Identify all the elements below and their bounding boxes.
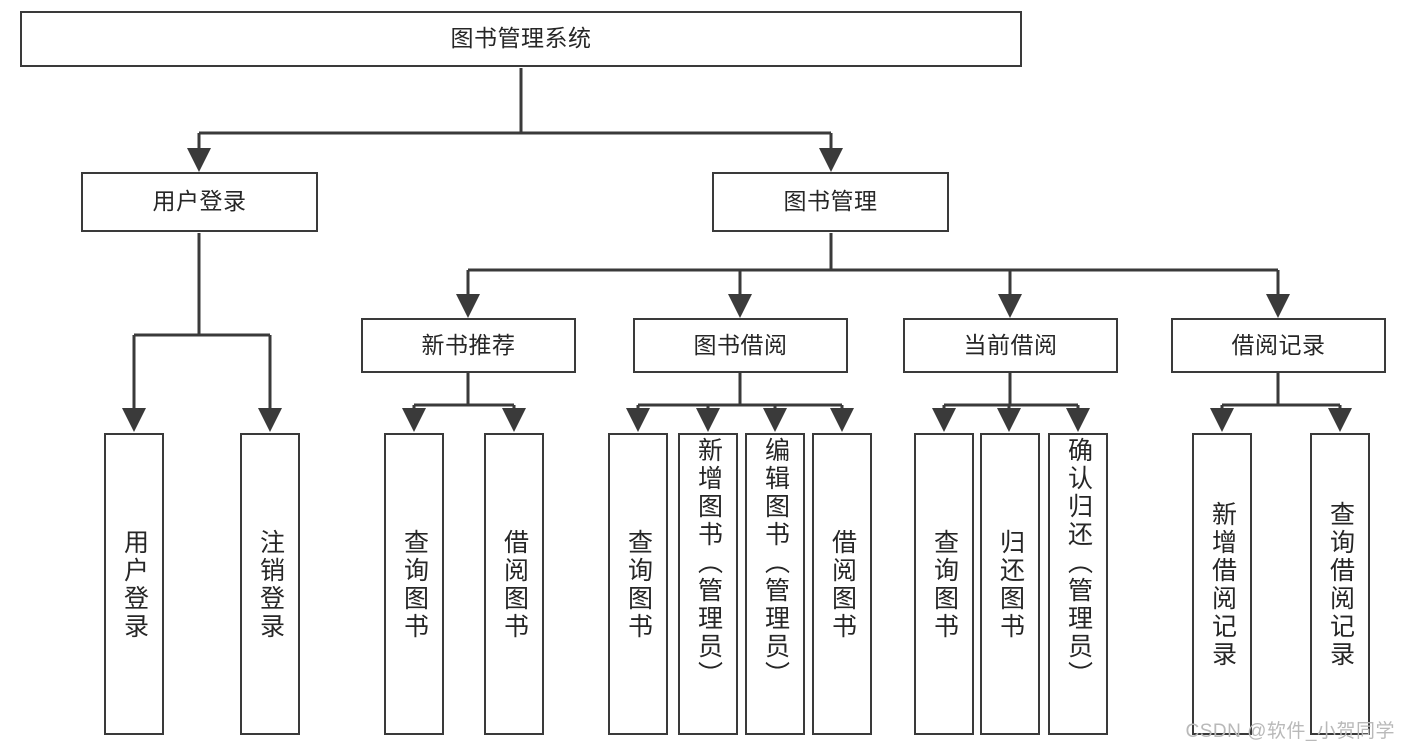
node-borrow-record-label: 借阅记录 xyxy=(1231,331,1326,358)
leaf-query-book-2-label: 查询图书 xyxy=(624,529,653,641)
leaf-add-book-admin-label: 新增图书（管理员） xyxy=(694,437,723,689)
node-new-book-recommend[interactable]: 新书推荐 xyxy=(361,318,576,373)
node-book-manage-label: 图书管理 xyxy=(783,188,878,215)
leaf-user-login-label: 用户登录 xyxy=(120,529,149,641)
leaf-logout-login-label: 注销登录 xyxy=(256,529,285,641)
node-book-manage[interactable]: 图书管理 xyxy=(712,172,949,232)
leaf-query-borrow-record-label: 查询借阅记录 xyxy=(1326,501,1355,669)
leaf-borrow-book-2[interactable]: 借阅图书 xyxy=(812,433,872,735)
leaf-query-book-3[interactable]: 查询图书 xyxy=(914,433,974,735)
leaf-borrow-book-1[interactable]: 借阅图书 xyxy=(484,433,544,735)
leaf-return-book-label: 归还图书 xyxy=(996,529,1025,641)
node-new-book-recommend-label: 新书推荐 xyxy=(421,331,516,358)
leaf-edit-book-admin-label: 编辑图书（管理员） xyxy=(761,437,790,689)
leaf-add-book-admin[interactable]: 新增图书（管理员） xyxy=(678,433,738,735)
node-root-label: 图书管理系统 xyxy=(450,25,592,52)
leaf-query-borrow-record[interactable]: 查询借阅记录 xyxy=(1310,433,1370,735)
leaf-confirm-return-admin-label: 确认归还（管理员） xyxy=(1064,437,1093,689)
watermark: CSDN @软件_小贺同学 xyxy=(1185,721,1395,742)
leaf-query-book-3-label: 查询图书 xyxy=(930,529,959,641)
leaf-borrow-book-1-label: 借阅图书 xyxy=(500,529,529,641)
leaf-add-borrow-record-label: 新增借阅记录 xyxy=(1208,501,1237,669)
node-root[interactable]: 图书管理系统 xyxy=(20,11,1022,67)
node-current-borrow[interactable]: 当前借阅 xyxy=(903,318,1118,373)
leaf-edit-book-admin[interactable]: 编辑图书（管理员） xyxy=(745,433,805,735)
node-borrow-record[interactable]: 借阅记录 xyxy=(1171,318,1386,373)
node-book-borrow[interactable]: 图书借阅 xyxy=(633,318,848,373)
node-book-borrow-label: 图书借阅 xyxy=(693,331,788,358)
leaf-user-login[interactable]: 用户登录 xyxy=(104,433,164,735)
node-user-login-label: 用户登录 xyxy=(152,188,247,215)
leaf-return-book[interactable]: 归还图书 xyxy=(980,433,1040,735)
leaf-confirm-return-admin[interactable]: 确认归还（管理员） xyxy=(1048,433,1108,735)
leaf-borrow-book-2-label: 借阅图书 xyxy=(828,529,857,641)
leaf-query-book-1-label: 查询图书 xyxy=(400,529,429,641)
leaf-query-book-2[interactable]: 查询图书 xyxy=(608,433,668,735)
leaf-logout-login[interactable]: 注销登录 xyxy=(240,433,300,735)
leaf-add-borrow-record[interactable]: 新增借阅记录 xyxy=(1192,433,1252,735)
leaf-query-book-1[interactable]: 查询图书 xyxy=(384,433,444,735)
node-user-login[interactable]: 用户登录 xyxy=(81,172,318,232)
node-current-borrow-label: 当前借阅 xyxy=(963,331,1058,358)
